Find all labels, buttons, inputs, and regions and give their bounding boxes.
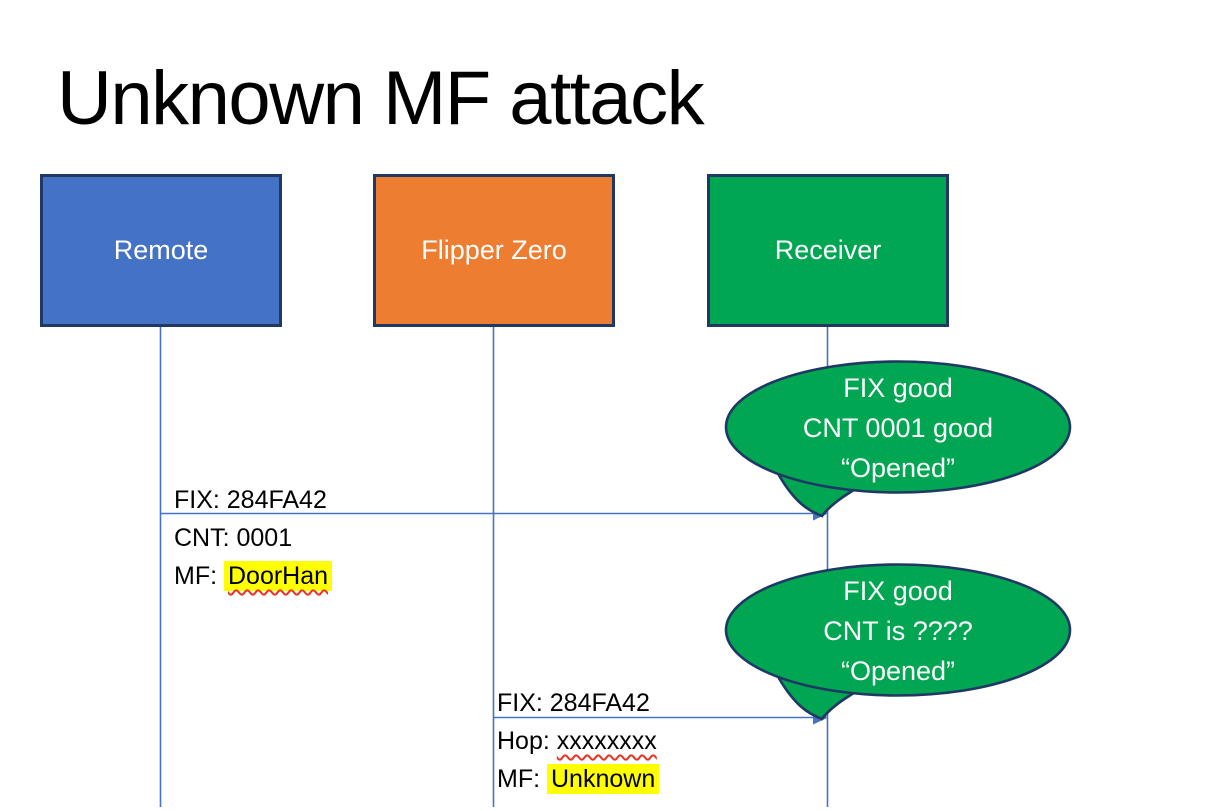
actor-label-flipper-zero: Flipper Zero (421, 235, 567, 265)
message-2-label: FIX: 284FA42 Hop: xxxxxxxx MF: Unknown (497, 684, 660, 798)
message-1-fix: FIX: 284FA42 (174, 486, 327, 514)
speech-bubble-2 (724, 563, 1072, 721)
actor-box-flipper-zero: Flipper Zero (373, 174, 615, 327)
actor-label-remote: Remote (113, 235, 209, 265)
bubble-1-line-2: CNT 0001 good (802, 413, 994, 443)
message-2-hop-prefix: Hop: (497, 727, 557, 755)
message-1-mf-prefix: MF: (174, 562, 224, 590)
message-2-mf: MF: Unknown (497, 760, 660, 798)
bubble-1-line-3: “Opened” (840, 453, 956, 483)
message-1-mf: MF: DoorHan (174, 557, 333, 595)
speech-bubble-2-text: FIX good CNT is ???? “Opened” (726, 571, 1070, 691)
actor-box-receiver: Receiver (707, 174, 949, 327)
bubble-2-line-3: “Opened” (840, 656, 956, 686)
speech-bubble-1-body (724, 360, 1072, 494)
actor-box-remote: Remote (40, 174, 282, 327)
speech-bubble-1 (724, 360, 1072, 518)
speech-bubble-1-text: FIX good CNT 0001 good “Opened” (726, 368, 1070, 488)
speech-bubble-2-body (724, 563, 1072, 697)
message-2-mf-prefix: MF: (497, 765, 547, 793)
actor-label-receiver: Receiver (774, 235, 882, 265)
message-2-fix: FIX: 284FA42 (497, 689, 650, 717)
message-2-hop-value: xxxxxxxx (556, 727, 657, 755)
bubble-2-line-2: CNT is ???? (823, 616, 973, 646)
bubble-1-line-1: FIX good (843, 373, 953, 403)
slide-title: Unknown MF attack (57, 55, 705, 141)
message-1-mf-value-highlighted: DoorHan (224, 561, 333, 591)
message-1-label: FIX: 284FA42 CNT: 0001 MF: DoorHan (174, 481, 333, 595)
message-1-cnt: CNT: 0001 (174, 524, 293, 552)
message-2-mf-value-highlighted: Unknown (547, 764, 660, 794)
bubble-2-line-1: FIX good (843, 576, 953, 606)
message-2-hop: Hop: xxxxxxxx (497, 722, 659, 760)
